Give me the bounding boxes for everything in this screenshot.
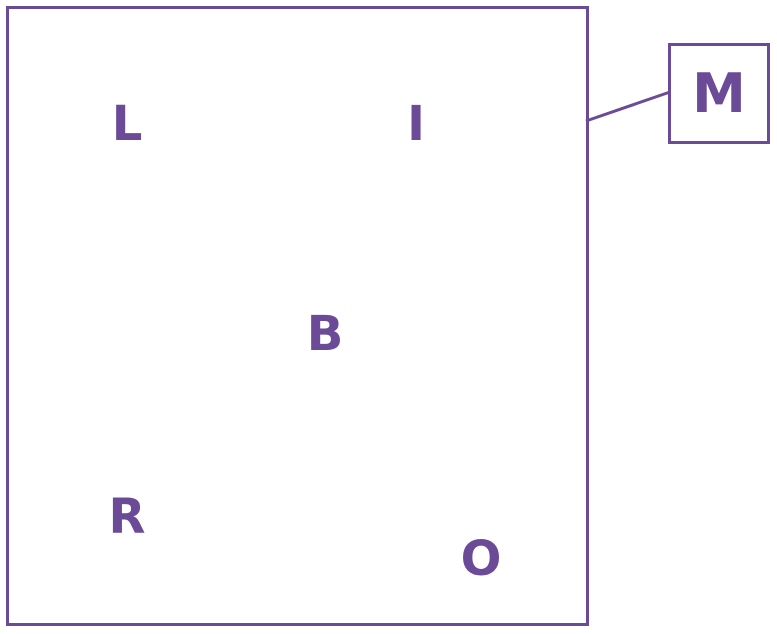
letter-top-left: L [111, 96, 143, 152]
callout-label: M [692, 61, 746, 125]
main-frame [6, 6, 589, 626]
letter-center: B [306, 306, 344, 362]
letter-bottom-right: O [460, 531, 502, 587]
letter-top-right: I [407, 96, 425, 152]
callout-box: M [668, 43, 770, 144]
letter-bottom-left: R [108, 489, 146, 545]
